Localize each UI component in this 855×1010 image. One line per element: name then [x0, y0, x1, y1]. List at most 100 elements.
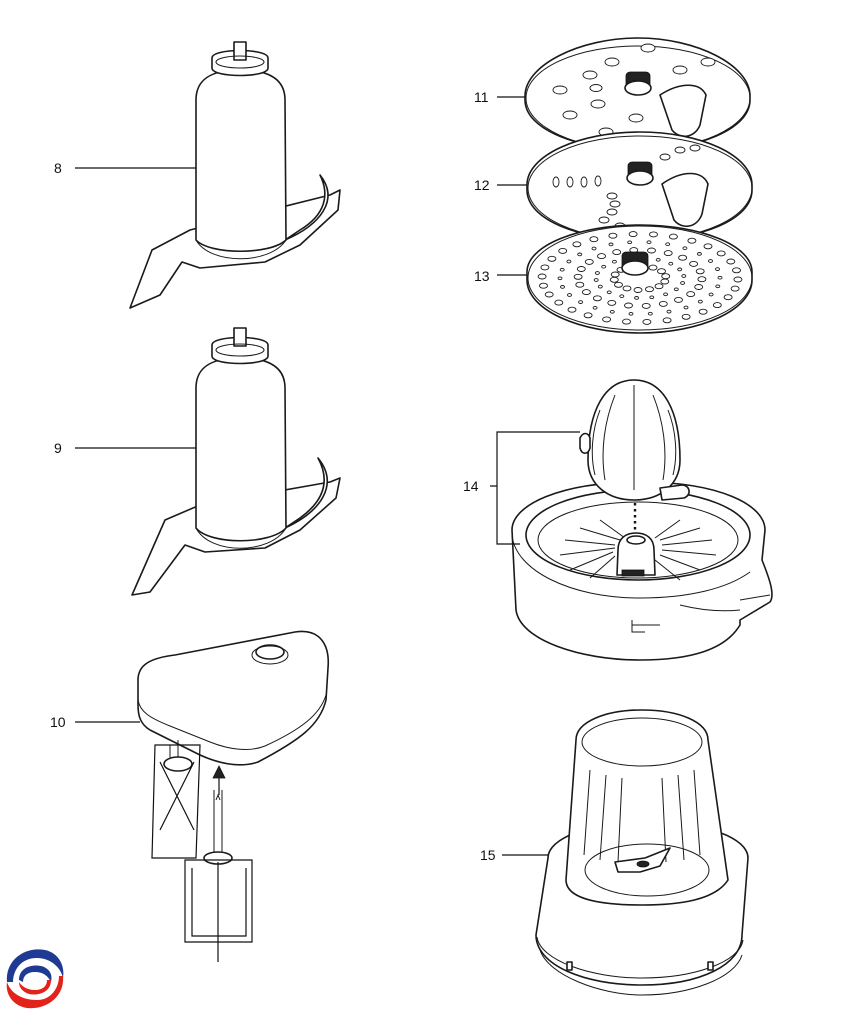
- grating-hole: [612, 249, 622, 256]
- grating-hole: [624, 302, 633, 309]
- grating-hole: [573, 273, 583, 280]
- grating-hole: [628, 311, 634, 316]
- grating-hole: [610, 271, 620, 278]
- grating-hole: [557, 276, 563, 281]
- grating-hole: [597, 253, 606, 260]
- grating-hole: [666, 309, 672, 314]
- grating-hole: [628, 231, 638, 238]
- grating-hole: [609, 309, 615, 314]
- leader-bracket-14: [490, 431, 580, 545]
- grating-hole: [627, 240, 633, 245]
- grating-hole: [680, 281, 686, 285]
- label-15: 15: [480, 847, 496, 863]
- label-13: 13: [474, 268, 490, 284]
- grating-hole: [677, 267, 683, 272]
- grating-hole: [697, 276, 707, 283]
- part-13-grating-disc: [526, 224, 753, 334]
- grating-hole: [597, 284, 603, 289]
- grating-hole: [712, 302, 722, 309]
- grating-hole: [554, 299, 564, 306]
- grating-hole: [649, 295, 655, 300]
- grating-hole: [583, 312, 593, 319]
- grating-hole: [703, 243, 713, 250]
- grating-hole: [634, 296, 640, 300]
- part-15-mini-chopper: [535, 709, 749, 996]
- grating-hole: [642, 318, 652, 325]
- grating-hole: [678, 254, 688, 261]
- part-12-shredding-disc: [526, 131, 753, 241]
- grating-hole: [606, 290, 612, 295]
- grating-hole: [614, 281, 623, 288]
- grating-hole: [647, 311, 653, 316]
- grating-hole: [633, 287, 643, 293]
- grating-hole: [567, 306, 577, 313]
- grating-hole: [657, 268, 666, 275]
- grating-hole: [581, 289, 591, 296]
- grating-hole: [558, 247, 568, 254]
- label-14: 14: [463, 478, 479, 494]
- grating-hole: [674, 296, 683, 303]
- grating-hole: [673, 287, 679, 292]
- grating-hole: [717, 275, 723, 280]
- grating-hole: [648, 264, 658, 271]
- grating-hole: [683, 305, 689, 310]
- grating-hole: [697, 299, 703, 304]
- grating-hole: [547, 255, 557, 262]
- grating-hole: [716, 250, 726, 257]
- grating-hole: [695, 268, 705, 275]
- grating-hole: [647, 247, 656, 254]
- grating-hole: [655, 257, 661, 262]
- part-9-dough-blade: [131, 327, 341, 596]
- grating-hole: [661, 273, 671, 280]
- grating-hole: [654, 283, 664, 290]
- grating-hole: [539, 282, 548, 289]
- grating-hole: [544, 291, 554, 298]
- grating-hole: [696, 252, 702, 256]
- label-9: 9: [54, 440, 62, 456]
- grating-hole: [559, 267, 565, 272]
- grating-hole: [694, 284, 704, 290]
- grating-hole: [622, 285, 632, 292]
- grating-hole: [589, 236, 599, 243]
- part-14-citrus-press: [511, 379, 773, 661]
- grating-hole: [732, 267, 741, 274]
- label-10: 10: [50, 714, 66, 730]
- grating-hole: [584, 258, 594, 265]
- grating-hole: [560, 285, 565, 289]
- grating-hole: [602, 316, 612, 323]
- grating-hole: [593, 278, 599, 282]
- grating-hole: [663, 250, 673, 257]
- grating-hole: [660, 278, 670, 285]
- grating-hole: [608, 232, 618, 239]
- grating-hole: [649, 231, 658, 238]
- grating-hole: [681, 313, 691, 320]
- grating-hole: [566, 259, 572, 264]
- grating-hole: [733, 276, 743, 283]
- grating-hole: [608, 242, 614, 247]
- grating-hole: [658, 300, 668, 307]
- grating-hole: [577, 252, 583, 257]
- grating-hole: [572, 241, 582, 248]
- grating-hole: [715, 267, 720, 271]
- grating-hole: [689, 260, 699, 267]
- label-11: 11: [474, 89, 489, 105]
- grating-hole: [641, 302, 651, 309]
- part-10-whisk-unit: [137, 630, 330, 962]
- grating-hole: [682, 246, 688, 251]
- grating-hole: [708, 292, 714, 297]
- grating-hole: [611, 259, 617, 264]
- grating-hole: [665, 242, 671, 247]
- grating-hole: [726, 258, 736, 265]
- grating-hole: [708, 259, 713, 263]
- grating-hole: [592, 305, 598, 310]
- grating-hole: [594, 271, 600, 275]
- grating-hole: [601, 264, 607, 269]
- grating-hole: [687, 237, 697, 244]
- grating-hole: [622, 318, 631, 325]
- grating-hole: [686, 291, 696, 298]
- grating-hole: [537, 273, 547, 280]
- part-8-chopping-blade: [129, 41, 341, 309]
- grating-hole: [540, 264, 550, 271]
- grating-hole: [681, 274, 687, 278]
